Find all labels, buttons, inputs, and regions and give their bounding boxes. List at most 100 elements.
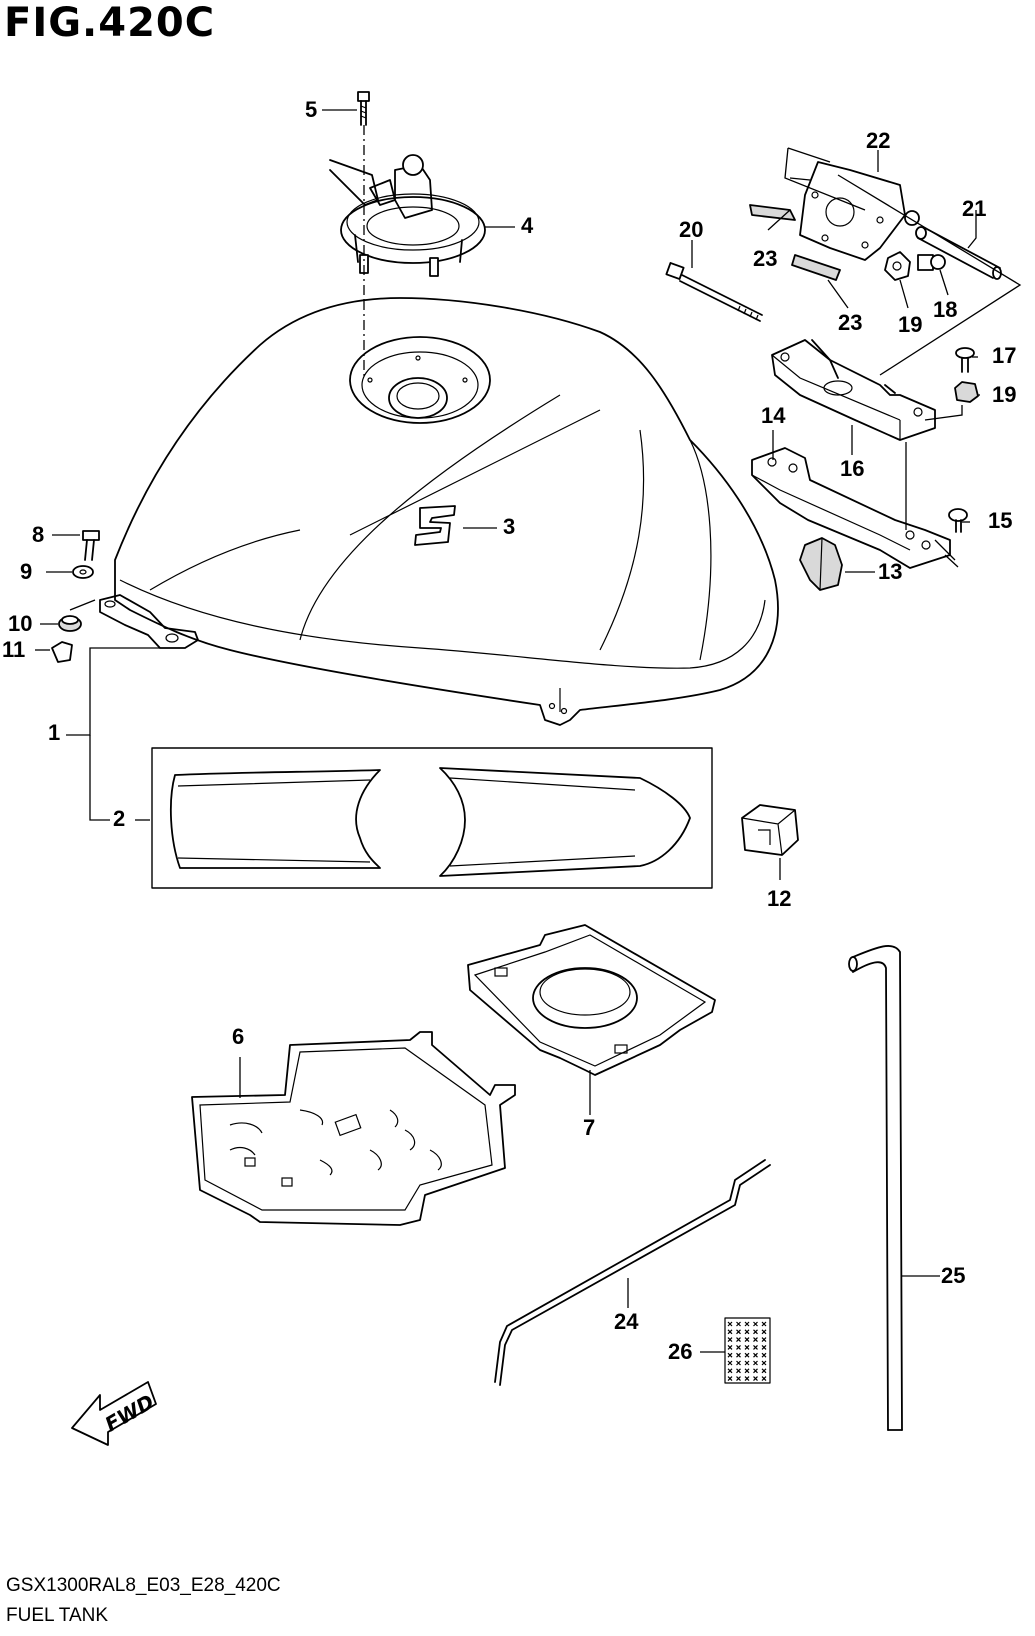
bolt-5 xyxy=(357,91,370,126)
label-mark xyxy=(753,1329,758,1335)
label-mark xyxy=(736,1376,741,1382)
bolt-18 xyxy=(917,254,946,271)
figure-name: FUEL TANK xyxy=(6,1605,109,1626)
callout-24: 24 xyxy=(614,1309,639,1334)
callout-8: 8 xyxy=(32,522,45,547)
callout-18: 18 xyxy=(933,297,958,322)
leader-lines xyxy=(35,109,980,1353)
callout-2: 2 xyxy=(113,806,126,831)
label-mark xyxy=(744,1376,750,1382)
callout-20: 20 xyxy=(679,217,704,242)
bracket-16 xyxy=(771,339,936,441)
label-mark xyxy=(727,1321,733,1327)
callout-23-upper: 23 xyxy=(753,246,778,271)
callout-15: 15 xyxy=(988,508,1013,533)
label-mark xyxy=(753,1344,758,1350)
label-mark xyxy=(753,1352,758,1358)
bolt-8 xyxy=(82,530,100,561)
callout-19-lower: 19 xyxy=(992,382,1017,407)
nut-19-lower xyxy=(954,381,979,403)
callout-12: 12 xyxy=(767,886,792,911)
label-mark xyxy=(744,1360,750,1366)
label-mark xyxy=(744,1368,750,1374)
mat-7 xyxy=(467,924,716,1076)
label-mark xyxy=(761,1321,767,1327)
decal-2-box xyxy=(151,747,713,889)
label-mark xyxy=(744,1329,750,1335)
label-mark xyxy=(727,1368,733,1374)
callout-16: 16 xyxy=(840,456,865,481)
washer-9 xyxy=(72,565,94,579)
label-mark xyxy=(761,1329,767,1335)
label-mark xyxy=(727,1352,733,1358)
bolt-20 xyxy=(665,262,763,322)
label-mark xyxy=(761,1344,767,1350)
label-mark xyxy=(727,1376,733,1382)
callout-6: 6 xyxy=(232,1024,245,1049)
cushion-13 xyxy=(799,537,843,591)
label-mark xyxy=(753,1337,758,1343)
label-mark xyxy=(736,1360,741,1366)
label-mark xyxy=(736,1329,741,1335)
label-mark xyxy=(736,1352,741,1358)
label-mark xyxy=(744,1344,750,1350)
callout-11: 11 xyxy=(2,637,26,662)
label-mark xyxy=(761,1337,767,1343)
emblem-s xyxy=(414,505,456,546)
callout-4: 4 xyxy=(521,213,534,238)
callout-3: 3 xyxy=(503,514,516,539)
label-mark xyxy=(736,1368,741,1374)
label-mark xyxy=(753,1360,758,1366)
label-mark xyxy=(753,1376,758,1382)
bolt-15 xyxy=(948,508,968,533)
cushion-12 xyxy=(741,804,799,856)
nut-19-upper xyxy=(884,251,911,281)
callout-22: 22 xyxy=(866,128,891,153)
callout-19-upper: 19 xyxy=(898,312,923,337)
callout-14: 14 xyxy=(761,403,786,428)
label-mark xyxy=(736,1337,741,1343)
label-mark xyxy=(727,1344,733,1350)
label-mark xyxy=(761,1368,767,1374)
label-mark xyxy=(761,1376,767,1382)
model-code: GSX1300RAL8_E03_E28_420C xyxy=(6,1575,281,1596)
label-mark xyxy=(727,1337,733,1343)
hinge-bracket-22 xyxy=(799,161,920,261)
callout-5: 5 xyxy=(305,97,318,122)
callout-9: 9 xyxy=(20,559,33,584)
label-mark xyxy=(753,1321,758,1327)
bolt-17 xyxy=(955,347,975,373)
callout-1: 1 xyxy=(48,720,61,745)
label-mark xyxy=(761,1352,767,1358)
label-mark xyxy=(727,1360,733,1366)
label-mark xyxy=(744,1352,750,1358)
callout-10: 10 xyxy=(8,611,33,636)
label-mark xyxy=(761,1360,767,1366)
label-mark xyxy=(753,1368,758,1374)
bracket-14 xyxy=(751,447,951,569)
callout-25: 25 xyxy=(941,1263,966,1288)
hose-24 xyxy=(494,1159,771,1386)
callout-23-lower: 23 xyxy=(838,310,863,335)
label-26 xyxy=(724,1317,771,1384)
callout-26: 26 xyxy=(668,1339,693,1364)
callout-21: 21 xyxy=(962,196,987,221)
mat-6 xyxy=(191,1031,516,1226)
callout-17: 17 xyxy=(992,343,1017,368)
figure-title: FIG.420C xyxy=(4,0,216,46)
label-mark xyxy=(744,1321,750,1327)
callout-13: 13 xyxy=(878,559,903,584)
callout-7: 7 xyxy=(583,1115,596,1140)
label-mark xyxy=(727,1329,733,1335)
fuel-tank-body xyxy=(99,297,779,726)
fwd-arrow: FWD xyxy=(71,1381,158,1446)
grommet-10 xyxy=(58,615,82,632)
label-mark xyxy=(744,1337,750,1343)
spacer-11 xyxy=(51,641,73,663)
label-mark xyxy=(736,1321,741,1327)
pin-21 xyxy=(915,226,1002,280)
fuel-cap-assembly xyxy=(329,154,486,277)
hose-25 xyxy=(848,945,903,1431)
label-mark xyxy=(736,1344,741,1350)
